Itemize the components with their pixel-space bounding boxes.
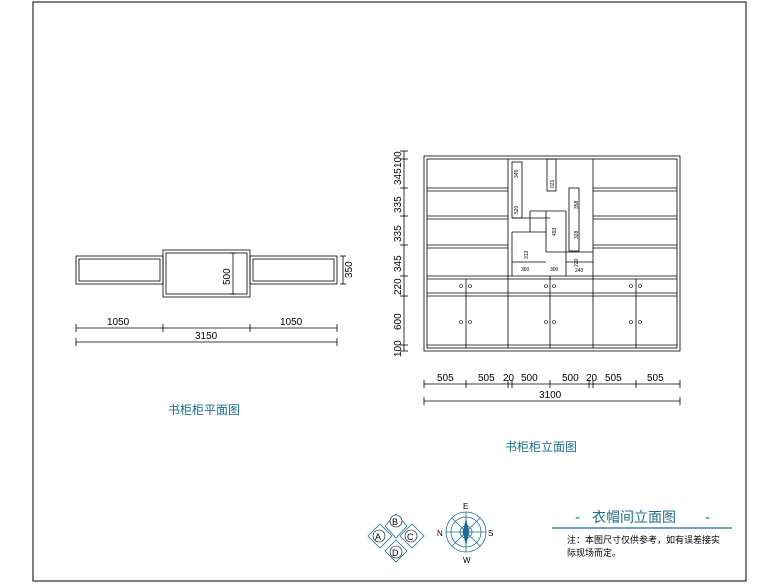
marker-c-label: C: [407, 532, 414, 542]
elev-h-100-top: 100: [393, 151, 404, 168]
title-dash-left: -: [575, 510, 580, 526]
compass-w: W: [463, 556, 471, 565]
marker-a-label: A: [375, 532, 381, 542]
elev-w-505-3: 505: [605, 373, 622, 384]
inner-dim-4: 360: [521, 267, 530, 273]
view-direction-markers: [367, 513, 425, 563]
plan-caption: 书柜柜平面图: [168, 403, 240, 417]
compass-n: N: [437, 529, 443, 538]
sheet-border: [32, 1, 747, 582]
inner-dim-11: 240: [575, 268, 584, 274]
compass-s: S: [488, 529, 493, 538]
title-note-line2: 际现场而定。: [567, 547, 621, 559]
compass-rose: [445, 511, 487, 553]
marker-d-label: D: [392, 548, 399, 558]
door-knobs: [459, 284, 642, 324]
elev-w-500-1: 500: [521, 373, 538, 384]
elevation-view: [423, 155, 681, 352]
elev-w-505-1: 505: [437, 373, 454, 384]
elev-w-20-2: 20: [586, 373, 598, 384]
elev-w-505-2: 505: [478, 373, 495, 384]
elev-h-220: 220: [393, 278, 404, 295]
title-note-line1: 注：本图尺寸仅供参考，如有误差接实: [567, 534, 720, 546]
elevation-bottom-dims: [423, 380, 681, 405]
elev-h-335-b: 335: [393, 225, 404, 242]
inner-dim-7: 300: [550, 267, 559, 273]
compass-e: E: [463, 502, 468, 511]
inner-dim-2: 520: [514, 205, 520, 214]
inner-dim-6: 493: [552, 227, 558, 236]
title-block-title: 衣帽间立面图: [592, 510, 676, 526]
elev-h-335-a: 335: [393, 196, 404, 213]
plan-depth-side-label: 350: [344, 261, 355, 278]
elev-w-500-2: 500: [562, 373, 579, 384]
plan-width-right-label: 1050: [280, 317, 303, 328]
marker-b-circle: [389, 514, 403, 528]
elevation-caption: 书柜柜立面图: [505, 439, 577, 454]
elev-h-345-top: 345: [393, 168, 404, 185]
plan-depth-center-label: 500: [222, 268, 233, 285]
elev-w-505-4: 505: [647, 373, 664, 384]
marker-d-circle: [389, 545, 403, 559]
elev-w-total: 3100: [539, 390, 562, 401]
plan-width-left-label: 1050: [107, 317, 130, 328]
inner-dim-1: 345: [514, 169, 520, 178]
elev-h-100-bottom: 100: [393, 340, 404, 357]
elev-h-600: 600: [393, 313, 404, 330]
elevation-left-dims: [400, 150, 408, 352]
plan-width-total-label: 3150: [195, 331, 218, 342]
inner-dim-10: 220: [574, 258, 580, 267]
elev-h-345-mid: 345: [393, 255, 404, 272]
inner-dim-5: 021: [550, 179, 556, 188]
inner-dim-8: 358: [574, 200, 580, 209]
inner-dim-3: 313: [524, 250, 530, 259]
elev-w-20-1: 20: [503, 373, 515, 384]
inner-dim-9: 328: [574, 230, 580, 239]
title-dash-right: -: [705, 510, 710, 526]
marker-c-circle: [404, 529, 418, 543]
marker-b-label: B: [392, 517, 398, 527]
marker-a-circle: [372, 529, 386, 543]
plan-view: [75, 249, 346, 346]
